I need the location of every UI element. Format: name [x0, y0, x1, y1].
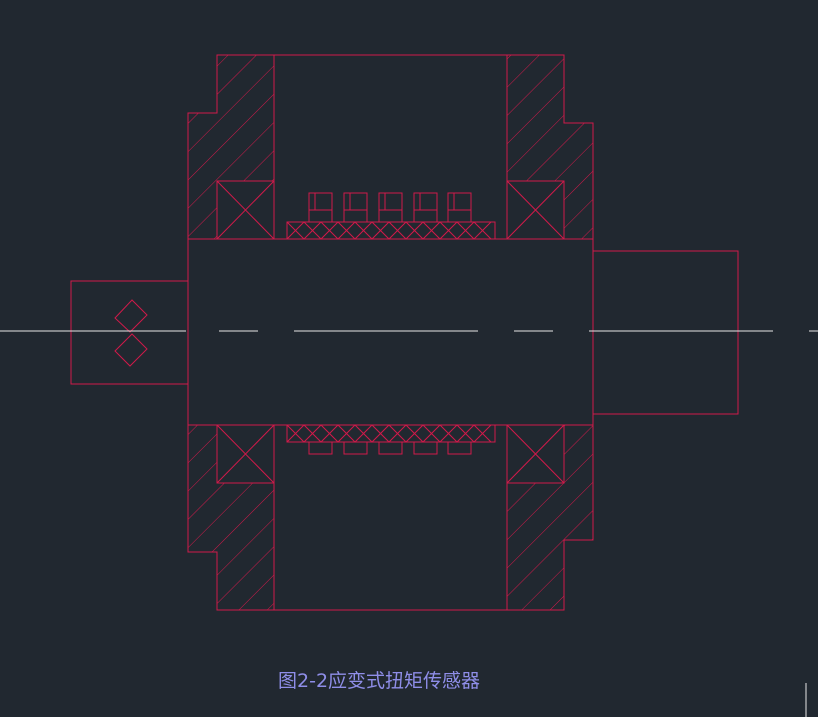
brushes-top: [308, 192, 472, 223]
right-shaft-stub: [592, 250, 739, 415]
bearing-top-right: [506, 180, 565, 240]
brushes-bottom: [308, 441, 472, 455]
bottom-left-hatched-wall: [187, 424, 275, 611]
top-left-hatched-wall: [187, 54, 275, 240]
bearing-bottom-left: [216, 424, 275, 484]
keyway-upper: [114, 299, 148, 333]
keyway-lower: [114, 333, 148, 367]
bearing-top-left: [216, 180, 275, 240]
central-shaft: [187, 238, 594, 426]
top-right-hatched-wall: [506, 54, 594, 240]
left-shaft-stub: [70, 280, 189, 385]
bottom-right-hatched-wall: [506, 424, 594, 611]
figure-caption: 图2-2应变式扭矩传感器: [278, 670, 481, 692]
bearing-bottom-right: [506, 424, 565, 484]
sensor-geometry: [70, 54, 739, 611]
